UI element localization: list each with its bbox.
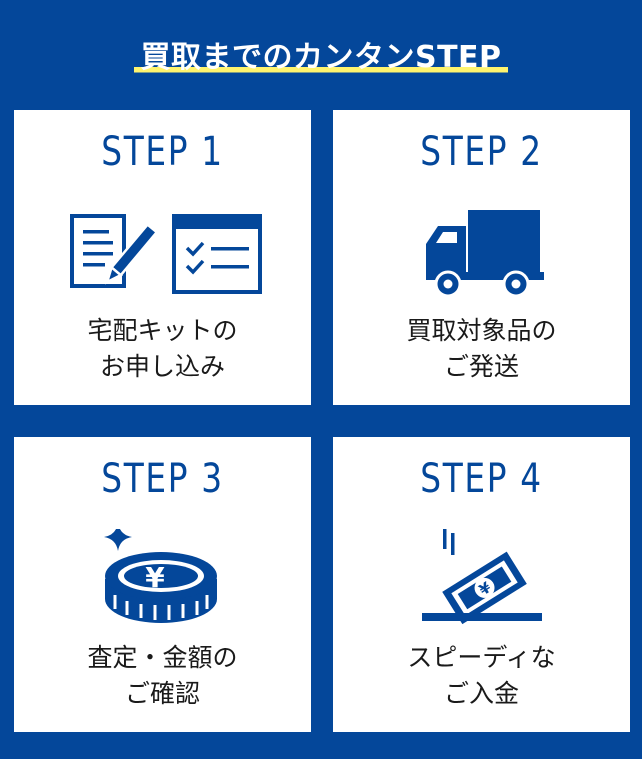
step-description-line1: スピーディな [407, 643, 556, 672]
step-description-line2: お申し込み [99, 352, 225, 381]
checklist-window-icon [171, 214, 262, 294]
step-description-line2: ご発送 [443, 352, 519, 381]
step-description: 査定・金額の ご確認 [14, 640, 311, 712]
step-description-line2: ご確認 [124, 679, 200, 708]
step-description: 宅配キットの お申し込み [14, 313, 311, 385]
step-label: STEP 3 [101, 456, 224, 502]
document-pen-icon [69, 214, 158, 288]
step-description: 買取対象品の ご発送 [333, 313, 630, 385]
step-label: STEP 2 [420, 129, 543, 175]
step-card-2: STEP 2 買取対象品の ご発送 [333, 110, 630, 405]
delivery-truck-icon [425, 210, 544, 298]
step-description: スピーディな ご入金 [333, 640, 630, 712]
yen-coin-icon: ¥ [103, 529, 217, 623]
step-3-icons: ¥ [14, 529, 311, 629]
yen-bill-icon: ¥ [421, 529, 542, 625]
step-card-3: STEP 3 ¥ 査定・金額の ご確認 [14, 437, 311, 732]
step-label: STEP 4 [420, 456, 543, 502]
header: 買取までのカンタンSTEP [0, 38, 642, 78]
svg-text:¥: ¥ [145, 561, 165, 594]
step-card-4: STEP 4 ¥ スピーディな ご入金 [333, 437, 630, 732]
step-description-line1: 買取対象品の [406, 316, 557, 345]
step-label: STEP 1 [101, 129, 224, 175]
step-description-line1: 宅配キットの [87, 316, 238, 345]
page-title: 買取までのカンタンSTEP [134, 38, 508, 78]
step-card-1: STEP 1 宅配キ [14, 110, 311, 405]
step-4-icons: ¥ [333, 529, 630, 629]
step-description-line2: ご入金 [443, 679, 519, 708]
step-1-icons [14, 202, 311, 302]
step-2-icons [333, 202, 630, 302]
step-description-line1: 査定・金額の [87, 643, 238, 672]
